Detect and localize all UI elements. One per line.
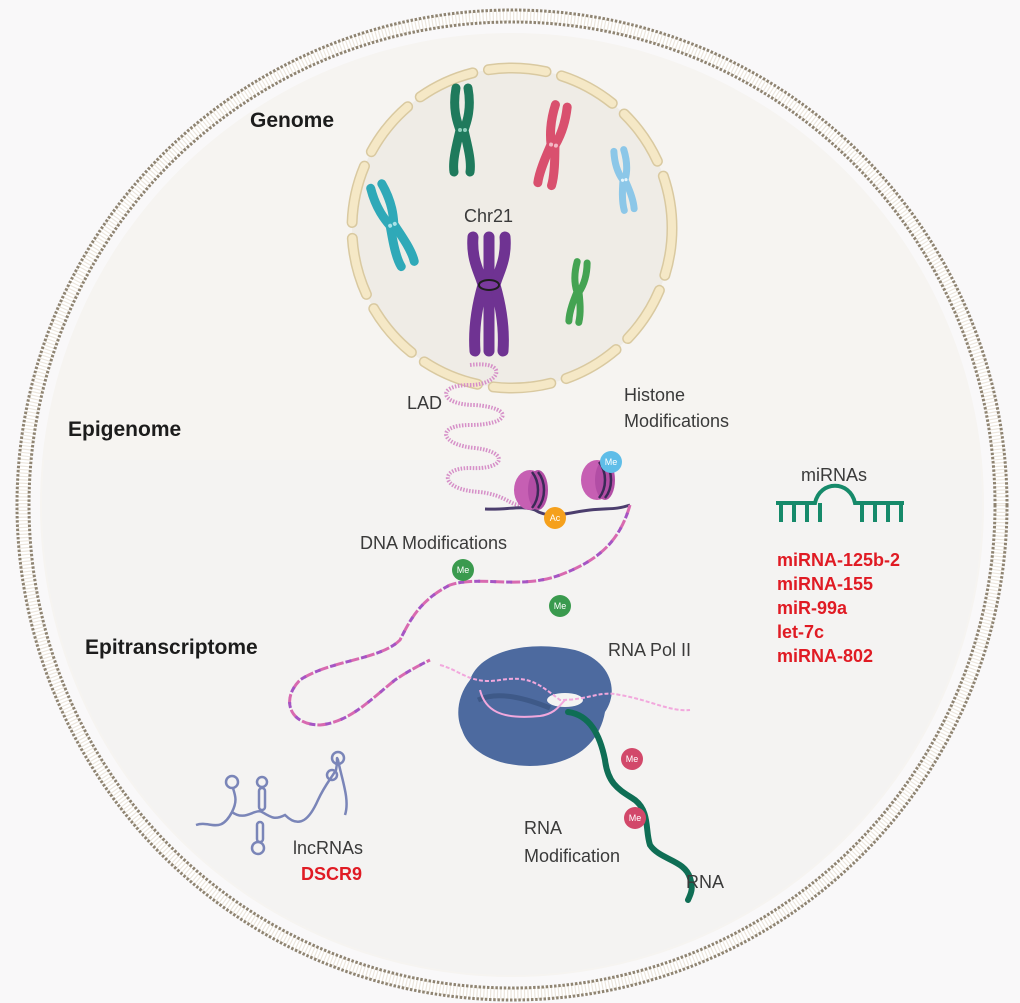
label-rna-pol-ii: RNA Pol II <box>608 640 692 660</box>
mirna-item: miRNA-125b-2 <box>777 550 901 570</box>
chromosome-21-trisomy <box>467 231 511 357</box>
badge-rna-methyl-2: Me <box>624 807 646 829</box>
rna-polymerase-ii <box>439 646 691 766</box>
chromosome-light-blue <box>610 146 638 214</box>
mirna-icon <box>776 483 904 522</box>
nucleus <box>346 62 678 394</box>
chromosome-dark-green <box>449 83 475 177</box>
mirna-item: let-7c <box>777 622 825 642</box>
mirna-list: miRNA-125b-2 miRNA-155 miR-99a let-7c mi… <box>777 548 900 668</box>
badge-text: Me <box>626 754 639 764</box>
label-histone-line2: Modifications <box>624 411 730 431</box>
label-rna: RNA <box>686 872 725 892</box>
label-rna-mod-line1: RNA <box>524 818 563 838</box>
lncrna-item: DSCR9 <box>301 864 363 884</box>
label-mirnas: miRNAs <box>801 465 867 485</box>
badge-text: Me <box>457 565 470 575</box>
label-histone-line1: Histone <box>624 385 686 405</box>
mirna-item: miRNA-802 <box>777 646 874 666</box>
badge-dna-methyl-2: Me <box>549 595 571 617</box>
label-rna-mod-line2: Modification <box>524 846 621 866</box>
badge-histone-methyl: Me <box>600 451 622 473</box>
badge-text: Me <box>554 601 567 611</box>
lad-chromatin-fiber <box>444 362 521 507</box>
nucleosome-1 <box>514 470 548 510</box>
chromosome-green <box>565 258 591 326</box>
badge-rna-methyl-1: Me <box>621 748 643 770</box>
badge-dna-methyl-1: Me <box>452 559 474 581</box>
badge-text: Me <box>605 457 618 467</box>
badge-histone-acetyl: Ac <box>544 507 566 529</box>
badge-text: Me <box>629 813 642 823</box>
dna-double-helix <box>288 504 632 727</box>
label-lad: LAD <box>407 393 443 413</box>
label-lncrnas: lncRNAs <box>293 838 364 858</box>
section-genome: Genome <box>250 109 335 132</box>
mirna-item: miRNA-155 <box>777 574 874 594</box>
lncrna-icon <box>195 750 348 856</box>
chromosome-red <box>533 100 572 191</box>
section-epigenome: Epigenome <box>68 418 182 441</box>
badge-text: Ac <box>550 513 561 523</box>
label-dna-modifications: DNA Modifications <box>360 533 508 553</box>
label-chr21: Chr21 <box>464 206 514 226</box>
chromosome-teal <box>366 179 419 272</box>
mirna-item: miR-99a <box>777 598 848 618</box>
section-epitranscriptome: Epitranscriptome <box>85 636 258 659</box>
cell-membrane <box>15 8 1009 1002</box>
